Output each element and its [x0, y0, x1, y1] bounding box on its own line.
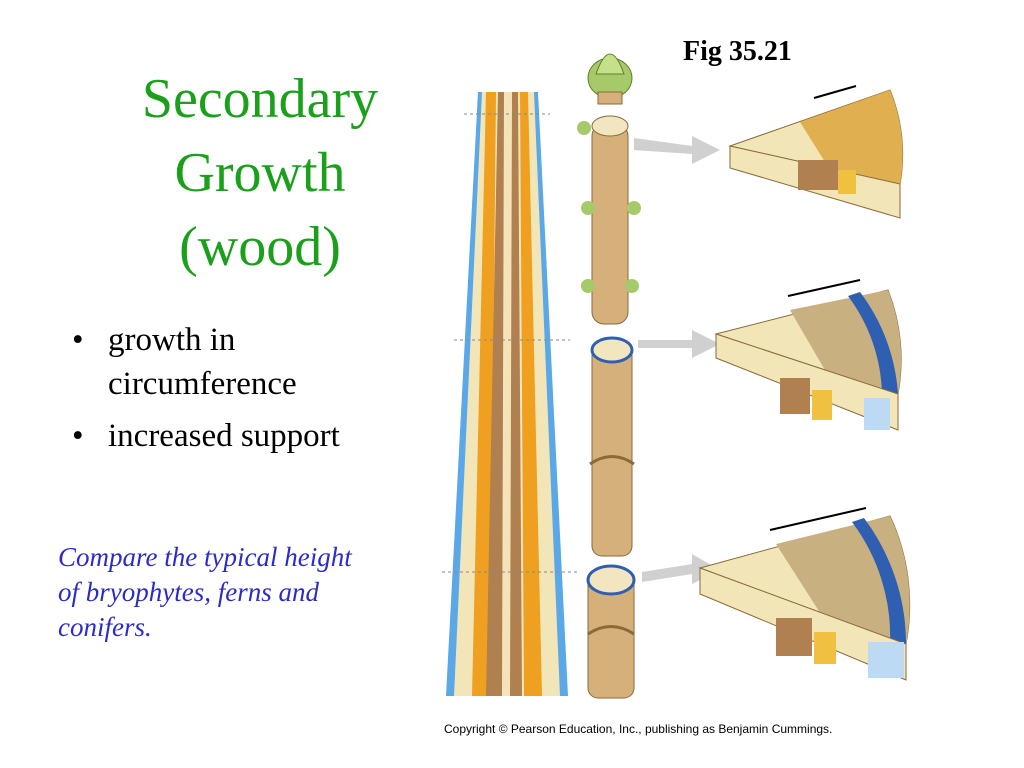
italic-note: Compare the typical height of bryophytes…	[58, 542, 352, 642]
cross-section-wedge-2	[714, 279, 902, 431]
young-twig	[577, 115, 641, 325]
figure-label: Fig 35.21	[683, 36, 792, 67]
cross-section-wedge-3	[698, 507, 911, 681]
title-line-2: Growth	[174, 142, 346, 204]
grey-arrows	[634, 136, 720, 584]
oldest-twig	[586, 564, 636, 699]
copyright-notice: Copyright © Pearson Education, Inc., pub…	[444, 722, 833, 736]
cross-section-wedge-1	[728, 85, 904, 219]
terminal-bud	[587, 53, 633, 105]
older-twig	[589, 336, 635, 557]
title-line-1: Secondary	[141, 68, 379, 130]
dashed-guides	[442, 113, 580, 573]
stem-longitudinal-section	[446, 92, 568, 696]
bullet-list: growth in circumference increased suppor…	[68, 318, 368, 466]
title-line-3: (wood)	[179, 216, 341, 278]
secondary-growth-illustration	[442, 53, 911, 699]
bullet-item: increased support	[68, 414, 368, 458]
slide-title: Secondary Growth (wood)	[60, 62, 460, 284]
bullet-item: growth in circumference	[68, 318, 368, 406]
